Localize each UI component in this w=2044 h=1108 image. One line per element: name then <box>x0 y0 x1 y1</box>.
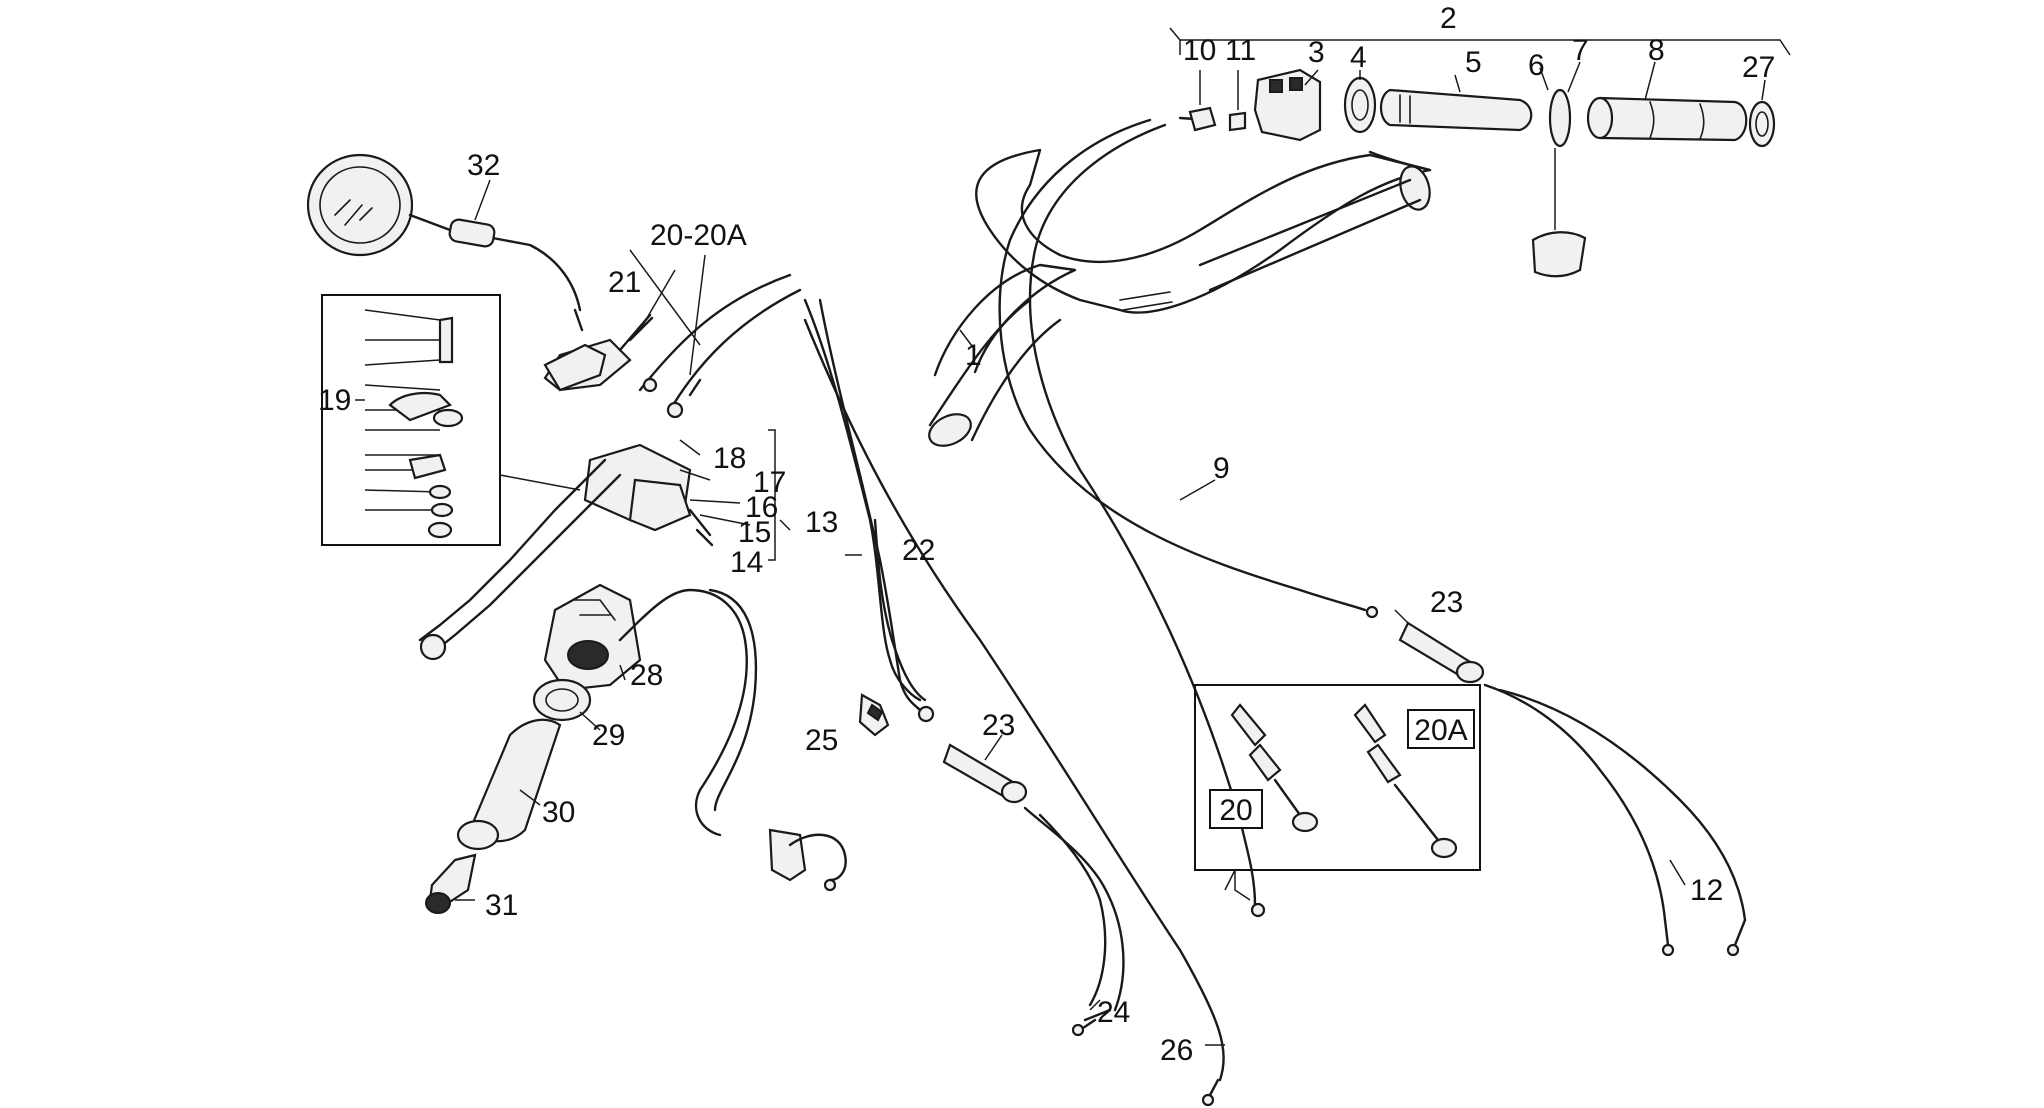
callout-27: 27 <box>1742 51 1775 84</box>
throttle-cable-24 <box>803 318 1225 1107</box>
callout-21: 21 <box>608 266 641 299</box>
callout-20-20a: 20-20A <box>650 219 747 252</box>
callout-18: 18 <box>713 442 746 475</box>
callout-11: 11 <box>1225 34 1256 67</box>
callout-19: 19 <box>318 384 351 417</box>
callout-12: 12 <box>1690 874 1723 907</box>
callout-26: 26 <box>1160 1034 1193 1067</box>
callout-17: 17 <box>753 466 786 499</box>
callout-7: 7 <box>1572 34 1589 67</box>
left-switch-and-grip <box>425 583 847 914</box>
leader-lines <box>355 27 1791 1046</box>
inset-cable-variants: 20 20A <box>1194 684 1481 901</box>
callout-28: 28 <box>630 659 663 692</box>
callout-4: 4 <box>1350 41 1367 74</box>
callout-6: 6 <box>1528 49 1545 82</box>
variant-20-text: 20 <box>1219 794 1252 827</box>
variant-20a-text: 20A <box>1414 714 1467 747</box>
callout-labels: 2 10 11 3 4 5 6 7 8 27 32 20-20A 21 1 19… <box>318 2 1775 1067</box>
callout-3: 3 <box>1308 36 1325 69</box>
callout-9: 9 <box>1213 452 1230 485</box>
callout-5: 5 <box>1465 46 1482 79</box>
right-cables <box>998 118 1747 957</box>
callout-15: 15 <box>738 516 771 549</box>
callout-1: 1 <box>965 339 982 372</box>
callout-24: 24 <box>1097 996 1130 1029</box>
clutch-cables <box>638 273 935 723</box>
callout-14: 14 <box>730 546 763 579</box>
callout-30: 30 <box>542 796 575 829</box>
callout-23-left: 23 <box>982 709 1015 742</box>
mirror-part <box>306 153 584 332</box>
callout-8: 8 <box>1648 34 1665 67</box>
callout-13: 13 <box>805 506 838 539</box>
detail-19-bracket <box>321 294 581 546</box>
callout-10: 10 <box>1183 34 1216 67</box>
throttle-assembly <box>1178 68 1776 278</box>
cable-22-and-switch-25 <box>803 298 927 737</box>
callout-23-right: 23 <box>1430 586 1463 619</box>
callout-29: 29 <box>592 719 625 752</box>
callout-16: 16 <box>745 491 778 524</box>
handlebar-part <box>928 148 1432 447</box>
variant-20-label: 20 <box>1209 789 1263 829</box>
variant-20a-label: 20A <box>1407 709 1475 749</box>
callout-2: 2 <box>1440 2 1457 35</box>
callout-25: 25 <box>805 724 838 757</box>
callout-31: 31 <box>485 889 518 922</box>
callout-32: 32 <box>467 149 500 182</box>
callout-22: 22 <box>902 534 935 567</box>
